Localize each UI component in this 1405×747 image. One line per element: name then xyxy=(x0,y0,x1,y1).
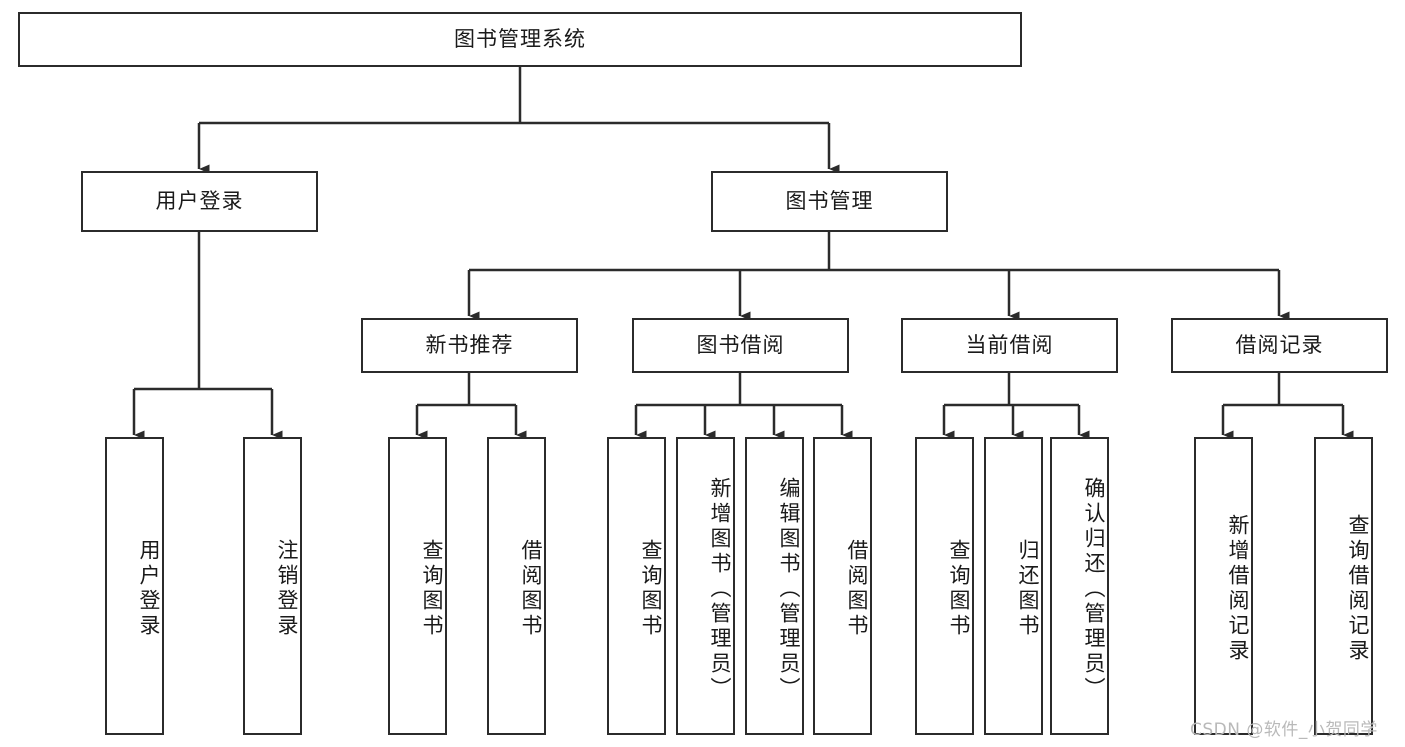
node-label: 借阅记录 xyxy=(1235,332,1324,357)
node-root[interactable]: 图书管理系统 xyxy=(18,12,1022,67)
node-label: 图书管理系统 xyxy=(454,26,586,51)
node-label: 借阅图书 xyxy=(845,539,869,639)
node-label: 图书借阅 xyxy=(696,332,785,357)
node-label: 新书推荐 xyxy=(425,332,514,357)
node-book-manage[interactable]: 图书管理 xyxy=(711,171,948,232)
node-leaf-user-logout[interactable]: 注销登录 xyxy=(243,437,302,735)
node-leaf-add-record[interactable]: 新增借阅记录 xyxy=(1194,437,1253,735)
node-label: 当前借阅 xyxy=(965,332,1054,357)
connector-lines xyxy=(132,67,1354,440)
node-label: 借阅图书 xyxy=(519,539,543,639)
node-label: 用户登录 xyxy=(155,188,244,213)
node-leaf-query-book-1[interactable]: 查询图书 xyxy=(388,437,447,735)
node-label: 注销登录 xyxy=(275,539,299,639)
node-label: 查询图书 xyxy=(947,539,971,639)
node-new-book-recommend[interactable]: 新书推荐 xyxy=(361,318,578,373)
node-leaf-borrow-book-1[interactable]: 借阅图书 xyxy=(487,437,546,735)
node-current-borrow[interactable]: 当前借阅 xyxy=(901,318,1118,373)
node-label: 用户登录 xyxy=(137,539,161,639)
node-leaf-borrow-book-2[interactable]: 借阅图书 xyxy=(813,437,872,735)
node-label: 查询图书 xyxy=(639,539,663,639)
node-leaf-edit-book[interactable]: 编辑图书（管理员） xyxy=(745,437,804,735)
node-label: 编辑图书（管理员） xyxy=(777,476,801,702)
node-leaf-user-login[interactable]: 用户登录 xyxy=(105,437,164,735)
node-label: 查询图书 xyxy=(420,539,444,639)
node-borrow-record[interactable]: 借阅记录 xyxy=(1171,318,1388,373)
node-book-borrow[interactable]: 图书借阅 xyxy=(632,318,849,373)
node-label: 归还图书 xyxy=(1016,539,1040,639)
node-label: 确认归还（管理员） xyxy=(1082,476,1106,702)
node-leaf-query-book-3[interactable]: 查询图书 xyxy=(915,437,974,735)
node-label: 查询借阅记录 xyxy=(1346,514,1370,664)
node-label: 图书管理 xyxy=(785,188,874,213)
node-label: 新增图书（管理员） xyxy=(708,476,732,702)
node-leaf-add-book[interactable]: 新增图书（管理员） xyxy=(676,437,735,735)
node-leaf-query-book-2[interactable]: 查询图书 xyxy=(607,437,666,735)
node-leaf-confirm-return[interactable]: 确认归还（管理员） xyxy=(1050,437,1109,735)
node-leaf-return-book[interactable]: 归还图书 xyxy=(984,437,1043,735)
node-leaf-query-record[interactable]: 查询借阅记录 xyxy=(1314,437,1373,735)
node-label: 新增借阅记录 xyxy=(1226,514,1250,664)
node-user-login[interactable]: 用户登录 xyxy=(81,171,318,232)
